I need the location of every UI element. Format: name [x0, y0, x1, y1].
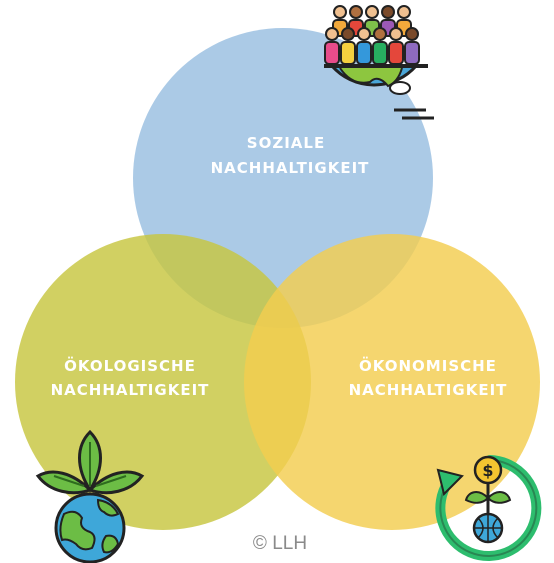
svg-text:ÖKOLOGISCHE: ÖKOLOGISCHE — [64, 356, 196, 375]
label-ecological-line1: ÖKOLOGISCHE — [64, 356, 196, 375]
label-social-line2: NACHHALTIGKEIT — [211, 159, 370, 177]
label-social-line1: SOZIALE — [247, 134, 325, 152]
svg-text:$: $ — [482, 461, 493, 480]
money-plant-cycle-icon: $ — [435, 455, 542, 561]
label-ecological-line2: NACHHALTIGKEIT — [51, 381, 210, 399]
svg-text:NACHHALTIGKEIT: NACHHALTIGKEIT — [211, 159, 370, 177]
people-on-globe-icon — [324, 5, 434, 120]
plant-on-globe-icon — [35, 429, 145, 563]
venn-circles — [15, 28, 540, 530]
label-economic-line2: NACHHALTIGKEIT — [349, 381, 508, 399]
svg-text:ÖKONOMISCHE: ÖKONOMISCHE — [359, 356, 497, 375]
copyright-text: © LLH — [253, 533, 307, 554]
circle-economic — [244, 234, 540, 530]
svg-text:NACHHALTIGKEIT: NACHHALTIGKEIT — [51, 381, 210, 399]
svg-text:NACHHALTIGKEIT: NACHHALTIGKEIT — [349, 381, 508, 399]
label-economic-line1: ÖKONOMISCHE — [359, 356, 497, 375]
svg-text:SOZIALE: SOZIALE — [247, 134, 325, 152]
